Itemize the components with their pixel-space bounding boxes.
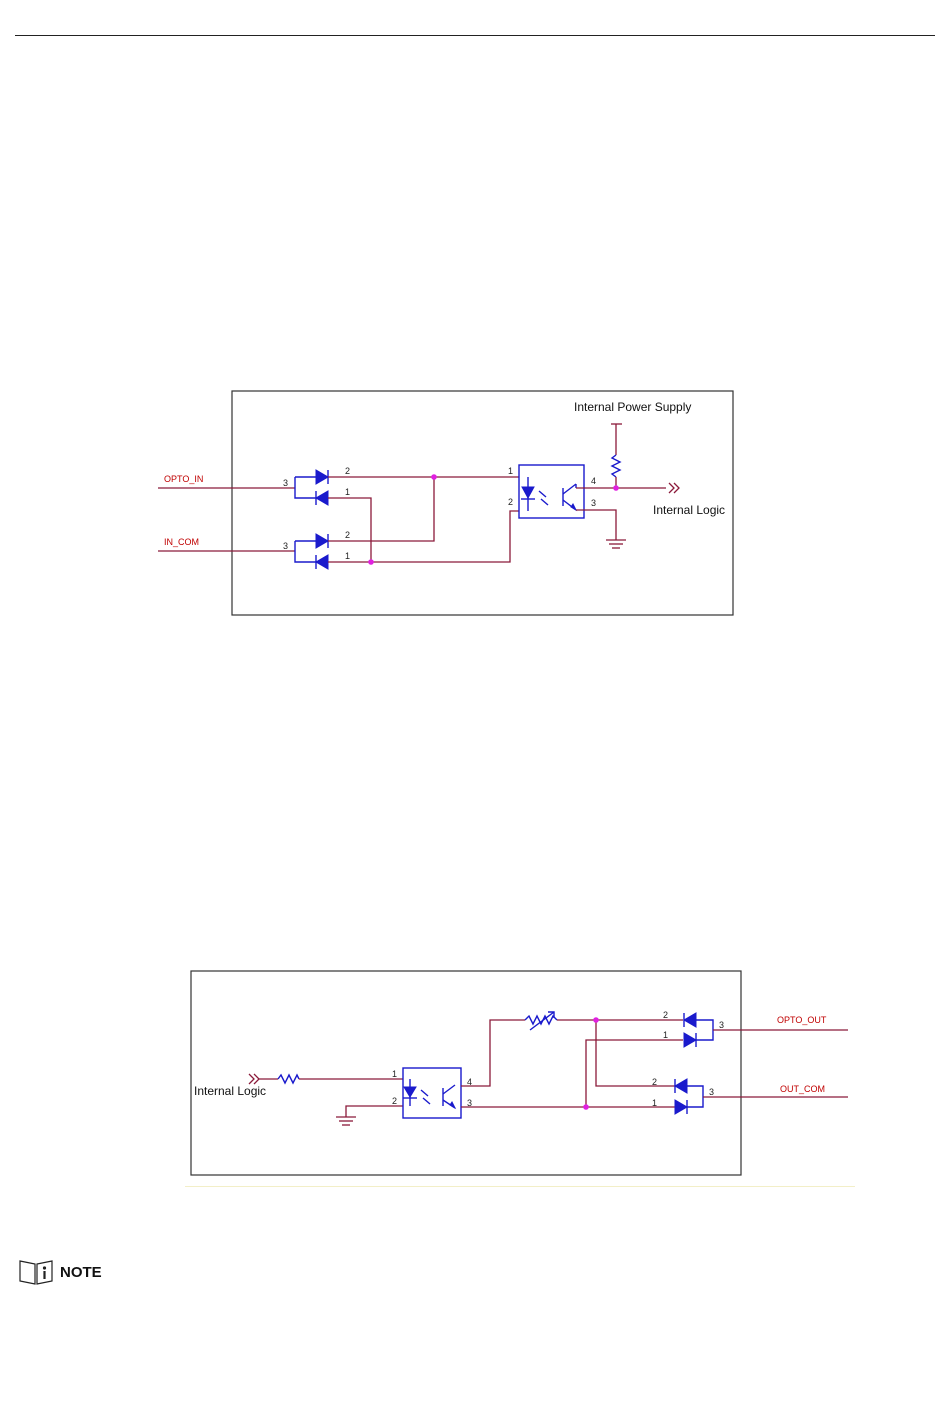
series-resistor (278, 1075, 299, 1083)
diode-symbol (316, 555, 328, 569)
optocoupler-in (519, 465, 584, 518)
pin-label: 2 (345, 530, 350, 540)
wire-ground (576, 510, 616, 540)
pin-label: 4 (591, 476, 596, 486)
info-book-icon (18, 1258, 54, 1286)
diode-symbol (316, 470, 328, 484)
junction-dot (593, 1017, 599, 1023)
pin-label: 3 (283, 541, 288, 551)
pin-label: 1 (508, 466, 513, 476)
out-com-label: OUT_COM (780, 1084, 825, 1094)
pullup-resistor (612, 455, 620, 477)
opto-in-label: OPTO_IN (164, 474, 203, 484)
junction-dot (583, 1104, 589, 1110)
diode-pair-lower (675, 1079, 703, 1114)
diode-pair-upper (295, 470, 328, 505)
pin-label: 1 (652, 1098, 657, 1108)
diode-symbol (316, 534, 328, 548)
pin-label: 1 (345, 487, 350, 497)
logic-arrow-icon (249, 1074, 259, 1084)
pin-label: 3 (719, 1020, 724, 1030)
pin-label: 2 (392, 1096, 397, 1106)
pin-label: 2 (663, 1010, 668, 1020)
diode-pair-upper (684, 1013, 713, 1047)
optocoupler-out (403, 1068, 461, 1118)
pin-label: 3 (709, 1087, 714, 1097)
pin-label: 1 (663, 1030, 668, 1040)
in-com-label: IN_COM (164, 537, 199, 547)
opto-out-label: OPTO_OUT (777, 1015, 827, 1025)
wire-cross-b (328, 477, 434, 541)
ptc-resistor (525, 1016, 557, 1024)
note-callout: NOTE (18, 1258, 102, 1286)
ground-icon (336, 1117, 356, 1125)
output-circuit-diagram: Internal Logic 1 2 4 3 2 1 (0, 940, 950, 1190)
logic-arrow-icon (669, 483, 679, 493)
junction-dot (431, 474, 437, 480)
pin-label: 1 (345, 551, 350, 561)
pin-label: 2 (652, 1077, 657, 1087)
pin-label: 3 (591, 498, 596, 508)
pin-label: 2 (345, 466, 350, 476)
power-supply-label: Internal Power Supply (574, 400, 691, 414)
pin-label: 2 (508, 497, 513, 507)
input-circuit-diagram: OPTO_IN IN_COM 3 3 2 1 2 1 (0, 0, 950, 640)
junction-dot (613, 485, 619, 491)
junction-dot (368, 559, 374, 565)
ground-icon (606, 540, 626, 548)
pin-label: 3 (283, 478, 288, 488)
note-label: NOTE (60, 1264, 102, 1281)
caption-rule (185, 1186, 855, 1187)
internal-logic-label: Internal Logic (194, 1084, 266, 1098)
diode-symbol (316, 491, 328, 505)
wire-return (328, 511, 519, 562)
internal-logic-label: Internal Logic (653, 503, 725, 517)
pin-label: 1 (392, 1069, 397, 1079)
diode-pair-lower (295, 534, 328, 569)
output-enclosure (191, 971, 741, 1175)
